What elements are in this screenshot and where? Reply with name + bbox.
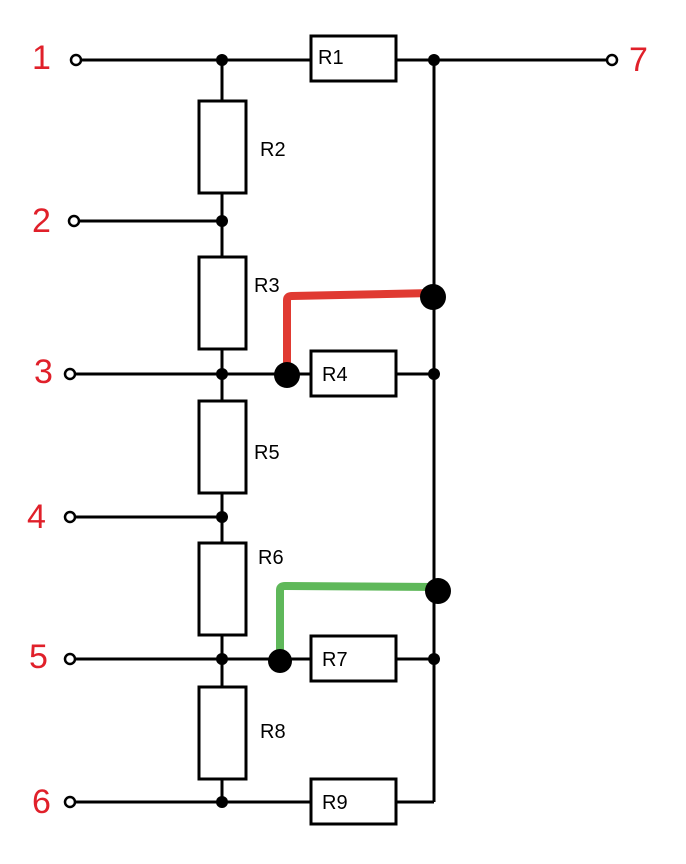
resistor-r6: R6 — [197, 541, 284, 637]
resistor-r3: R3 — [197, 255, 280, 351]
resistor-label: R6 — [258, 547, 284, 569]
terminal-label-5: 5 — [29, 638, 48, 676]
resistor-label: R2 — [260, 139, 286, 161]
terminal-label-6: 6 — [32, 783, 51, 821]
resistor-label: R4 — [322, 364, 348, 386]
resistor-label: R5 — [254, 442, 280, 464]
resistor-label: R7 — [322, 649, 348, 671]
resistor-r7: R7 — [309, 634, 398, 683]
resistor-r1: R1 — [309, 34, 398, 83]
terminal-circles — [63, 53, 619, 809]
terminal-label-4: 4 — [27, 498, 46, 536]
jumper-red — [283, 289, 437, 376]
jumper-green — [276, 582, 442, 664]
resistor-r4: R4 — [309, 349, 398, 398]
resistor-r5: R5 — [197, 399, 280, 495]
junction-dots — [216, 54, 451, 808]
wires — [70, 58, 608, 804]
terminal-label-1: 1 — [32, 39, 51, 77]
resistor-label: R1 — [318, 47, 344, 69]
resistor-r8: R8 — [197, 685, 286, 781]
resistor-label: R9 — [322, 792, 348, 814]
resistor-label: R8 — [260, 721, 286, 743]
resistor-r9: R9 — [309, 777, 398, 826]
resistor-label: R3 — [254, 275, 280, 297]
terminal-label-3: 3 — [34, 353, 53, 391]
terminal-label-2: 2 — [32, 202, 51, 240]
resistor-r2: R2 — [197, 99, 286, 195]
terminal-label-7: 7 — [629, 41, 648, 79]
